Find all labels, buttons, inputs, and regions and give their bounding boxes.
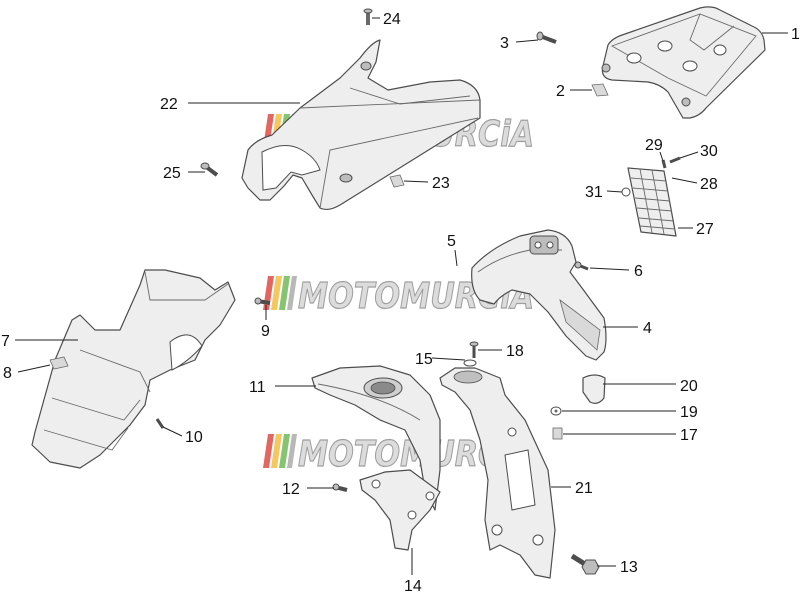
part-nut-2: [591, 83, 609, 97]
leader-lines: [15, 17, 788, 575]
part-nut-23: [389, 174, 405, 188]
callout-4: 4: [643, 320, 652, 337]
callout-30: 30: [700, 143, 718, 160]
part-rear-center-cover: [241, 39, 481, 211]
callout-29: 29: [645, 137, 663, 154]
callout-21: 21: [575, 480, 593, 497]
part-bolt-13: [570, 553, 600, 575]
part-screw-29: [661, 159, 667, 169]
callout-5: 5: [447, 233, 456, 250]
callout-10: 10: [185, 429, 203, 446]
callout-19: 19: [680, 404, 698, 421]
part-washer-31: [621, 187, 631, 197]
callout-17: 17: [680, 427, 698, 444]
part-screw-30: [669, 156, 681, 164]
part-front-mudguard: [471, 229, 607, 361]
callout-11: 11: [249, 379, 266, 396]
callout-14: 14: [404, 578, 422, 595]
callout-7: 7: [1, 333, 10, 350]
callout-15: 15: [415, 351, 433, 368]
part-screw-24: [363, 8, 373, 25]
part-screw-6: [574, 261, 589, 271]
callout-6: 6: [634, 263, 643, 280]
callout-3: 3: [500, 35, 509, 52]
callout-22: 22: [160, 96, 178, 113]
part-screw-12: [332, 483, 348, 492]
callout-20: 20: [680, 378, 698, 395]
part-washer-19: [550, 406, 562, 416]
part-front-leg-shield: [31, 269, 236, 469]
callout-1: 1: [791, 26, 800, 43]
part-screw-25: [200, 162, 219, 177]
part-main-bracket-21: [439, 367, 556, 579]
part-clip-20: [582, 374, 606, 404]
callout-27: 27: [696, 221, 714, 238]
callout-24: 24: [383, 11, 401, 28]
callout-23: 23: [432, 175, 450, 192]
callout-8: 8: [3, 365, 12, 382]
part-bracket-14: [359, 469, 441, 551]
callout-labels: 24 1 3 22 2 29 30 25 23 28 31 27 5 6 9 7…: [1, 11, 800, 595]
part-screw-18: [469, 341, 479, 358]
callout-28: 28: [700, 176, 718, 193]
part-clip-8: [49, 356, 69, 370]
callout-12: 12: [282, 481, 300, 498]
callout-9: 9: [261, 323, 270, 340]
part-screw-10: [155, 418, 165, 429]
callout-2: 2: [556, 83, 565, 100]
part-washer-15: [463, 359, 477, 367]
part-screw-9: [254, 297, 271, 305]
callout-18: 18: [506, 343, 524, 360]
part-grille-27: [627, 167, 677, 237]
callout-25: 25: [163, 165, 181, 182]
part-screw-3: [536, 31, 557, 44]
part-rear-carrier-cover: [601, 6, 766, 119]
part-clip-17: [552, 427, 563, 440]
callout-13: 13: [620, 559, 638, 576]
callout-31: 31: [585, 184, 603, 201]
